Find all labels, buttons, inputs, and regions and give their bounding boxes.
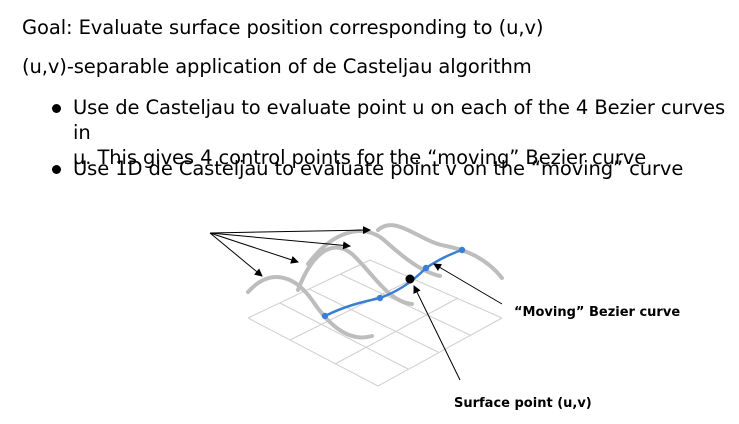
- grid-line: [334, 297, 459, 365]
- bezier-curve-2: [296, 245, 414, 306]
- bullet-dot-icon: [52, 104, 61, 113]
- moving-control-point: [376, 294, 384, 302]
- grid-line: [308, 288, 439, 353]
- moving-control-point: [422, 264, 430, 272]
- arrow-to-moving-curve: [433, 263, 503, 305]
- bullet-1-line-1: Use de Casteljau to evaluate point u on …: [73, 96, 726, 144]
- separable-text: (u,v)-separable application of de Castel…: [22, 55, 532, 78]
- arrow-to-surface-point: [413, 285, 461, 381]
- goal-text: Goal: Evaluate surface position correspo…: [22, 16, 544, 39]
- moving-curve-label: “Moving” Bezier curve: [514, 305, 680, 320]
- arrow-to-curve-2: [209, 232, 299, 264]
- bullet-item-2: Use 1D de Casteljau to evaluate point v …: [52, 156, 683, 181]
- moving-control-point: [321, 312, 329, 320]
- moving-bezier-curve: [321, 246, 466, 320]
- bezier-curve-3: [306, 229, 442, 278]
- bullet-1-line-2: u. This gives 4 control points for the “…: [73, 146, 647, 169]
- arrow-to-curve-1: [209, 232, 263, 277]
- grid-line: [377, 317, 503, 387]
- bullet-dot-icon: [52, 165, 61, 174]
- surface-point-label: Surface point (u,v): [454, 396, 592, 411]
- bullet-2-line-1: Use 1D de Casteljau to evaluate point v …: [73, 157, 684, 180]
- moving-curve-path: [323, 248, 464, 318]
- grid-line: [289, 277, 416, 341]
- grid-line: [279, 302, 409, 370]
- surface-point: [405, 274, 415, 284]
- bezier-curve-4: [376, 223, 504, 280]
- bullet-item-1: Use de Casteljau to evaluate point u on …: [52, 95, 739, 170]
- grid-line: [369, 259, 503, 319]
- moving-control-point: [458, 246, 466, 254]
- bezier-curves: [246, 223, 504, 340]
- arrow-to-curve-4: [209, 226, 371, 235]
- arrow-to-curve-3: [209, 232, 351, 250]
- grid-line: [247, 317, 379, 387]
- bezier-curve-1: [246, 275, 374, 340]
- annotation-arrows: [209, 226, 503, 381]
